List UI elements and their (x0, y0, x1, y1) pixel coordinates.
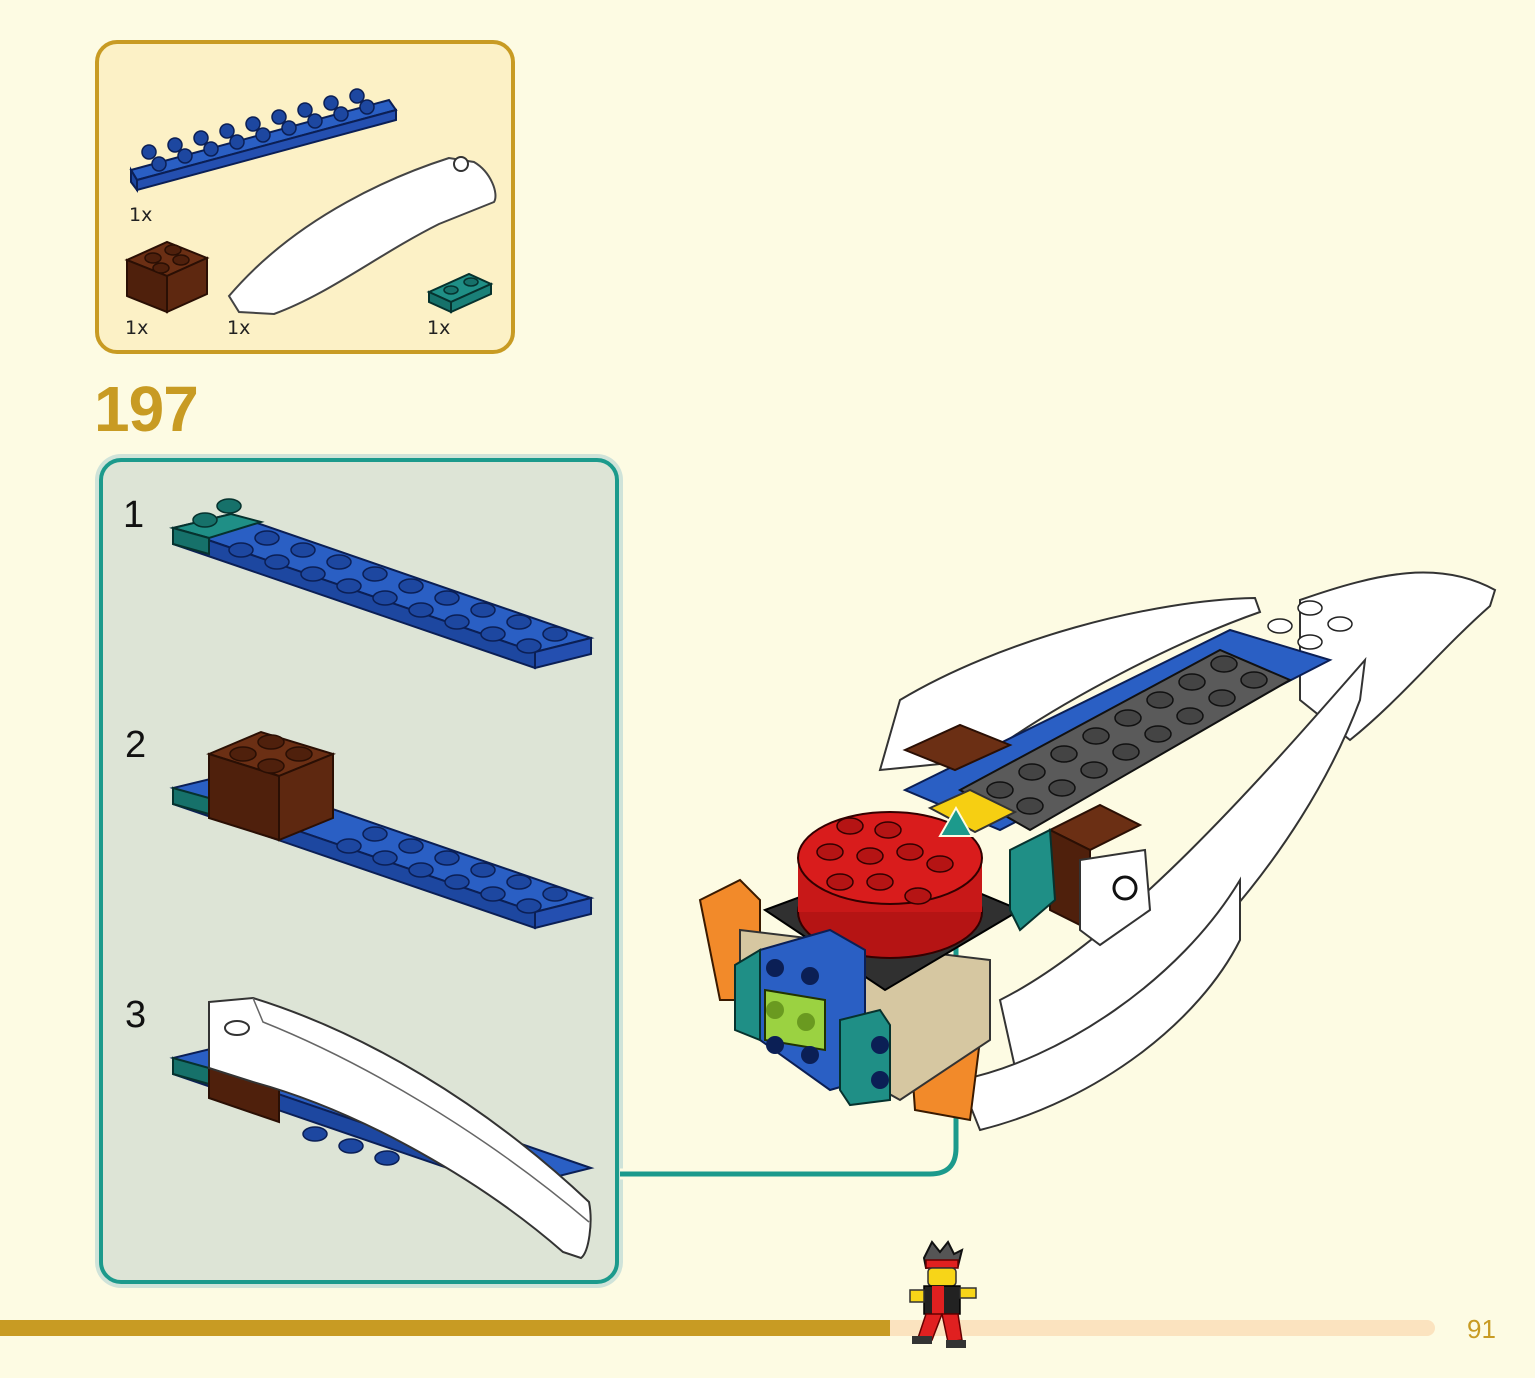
arrow-head (938, 805, 974, 837)
page-number: 91 (1467, 1314, 1496, 1344)
parts-list-box: 1x 1x 1x 1x (95, 40, 515, 354)
brown-brick-part (124, 240, 210, 314)
blue-plate-part (129, 88, 398, 193)
callout-arrow (620, 830, 962, 1180)
qty-teal-plate: 1x (427, 317, 451, 339)
substep-3-illustration (169, 996, 595, 1260)
substep-1-number: 1 (123, 494, 145, 536)
progress-bar (0, 1320, 1435, 1336)
minifigure-progress-marker (909, 1240, 977, 1348)
progress-bar-fill (0, 1320, 890, 1336)
qty-brown-brick: 1x (125, 317, 149, 339)
qty-white-slope: 1x (227, 317, 251, 339)
parts-illustration (124, 88, 497, 316)
substep-1-illustration (169, 498, 595, 670)
substep-3-number: 3 (125, 994, 147, 1036)
substep-2-number: 2 (125, 724, 147, 766)
teal-plate-part (426, 272, 494, 314)
substep-callout: 1 2 3 (99, 458, 619, 1284)
qty-blue-plate: 1x (129, 204, 153, 226)
substep-illustrations (169, 498, 595, 1260)
substep-2-illustration (169, 730, 595, 930)
step-number: 197 (94, 373, 199, 445)
white-slope-part (227, 156, 497, 316)
